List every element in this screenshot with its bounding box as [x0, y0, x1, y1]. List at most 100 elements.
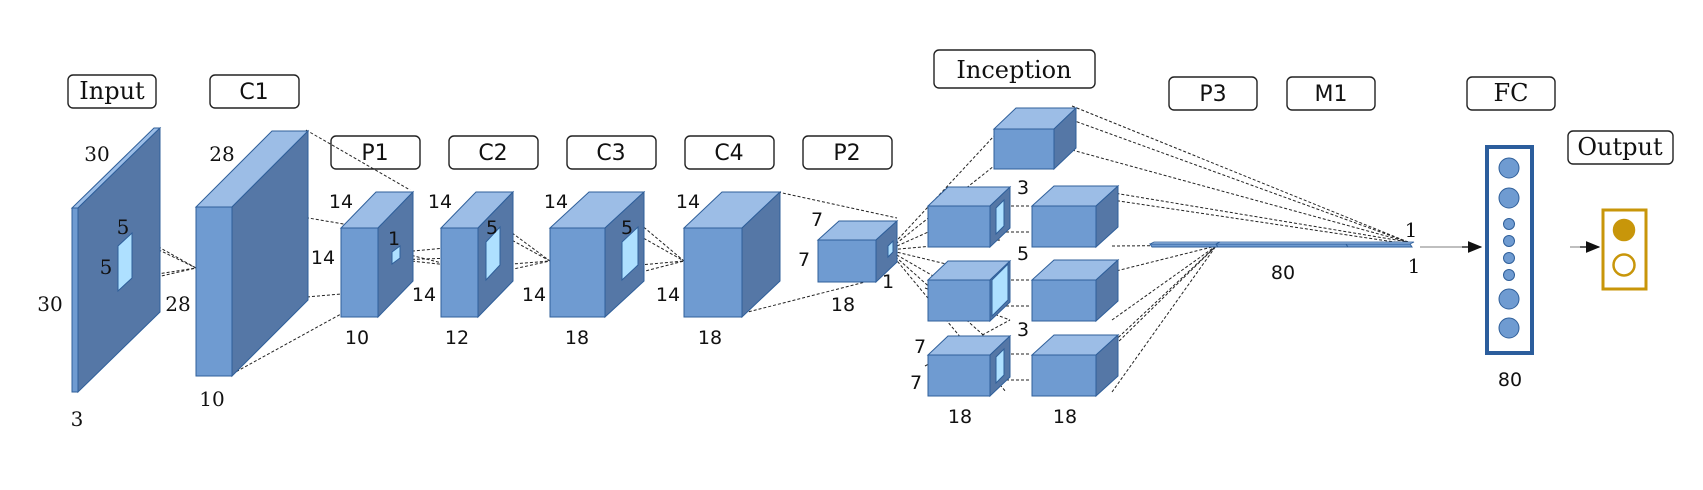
svg-text:14: 14 [676, 191, 700, 213]
svg-text:5: 5 [621, 217, 633, 239]
svg-text:14: 14 [329, 191, 353, 213]
svg-text:30: 30 [84, 142, 109, 166]
svg-text:80: 80 [1498, 369, 1522, 391]
svg-text:18: 18 [831, 294, 855, 316]
fc-neuron [1498, 317, 1520, 339]
svg-text:Inception: Inception [956, 56, 1071, 84]
c2-kernel [485, 225, 501, 282]
svg-text:3: 3 [1017, 177, 1029, 199]
svg-text:18: 18 [565, 327, 589, 349]
svg-text:14: 14 [656, 284, 680, 306]
label-c2: C2 [448, 135, 539, 170]
p2-kernel [887, 239, 894, 259]
svg-text:5: 5 [100, 255, 113, 279]
c3-kernel [621, 225, 639, 282]
inception-branch-out-3 [1030, 333, 1120, 398]
label-c3: C3 [566, 135, 657, 170]
fc-neuron [1503, 235, 1515, 247]
inception-kernel-3b [995, 347, 1005, 385]
svg-text:14: 14 [412, 284, 436, 306]
inception-branch-out-1 [1030, 184, 1120, 249]
svg-text:1: 1 [882, 271, 894, 293]
c2-block [439, 190, 515, 319]
svg-text:14: 14 [544, 191, 568, 213]
svg-text:18: 18 [948, 406, 972, 428]
svg-text:C1: C1 [239, 80, 268, 105]
p1-block [339, 190, 415, 319]
svg-text:P1: P1 [361, 141, 388, 166]
c1-block [194, 129, 310, 378]
svg-text:1: 1 [388, 228, 400, 250]
output-neuron-active [1612, 218, 1636, 242]
p1-kernel [391, 245, 401, 265]
c4-block [682, 190, 782, 319]
svg-text:1: 1 [1405, 218, 1418, 242]
c3-block [548, 190, 646, 319]
svg-text:5: 5 [117, 215, 130, 239]
svg-text:P2: P2 [833, 141, 860, 166]
label-m1: M1 [1286, 76, 1376, 111]
inception-branch-out-2 [1030, 258, 1120, 323]
label-c4: C4 [684, 135, 775, 170]
svg-text:28: 28 [165, 292, 190, 316]
svg-text:1: 1 [1408, 254, 1421, 278]
label-inception: Inception [933, 49, 1096, 89]
label-p2: P2 [802, 135, 893, 170]
svg-text:28: 28 [209, 142, 234, 166]
svg-text:10: 10 [345, 327, 369, 349]
svg-text:14: 14 [428, 191, 452, 213]
svg-text:12: 12 [445, 327, 469, 349]
label-input: Input [67, 74, 157, 109]
label-fc: FC [1466, 76, 1556, 111]
svg-text:3: 3 [71, 407, 84, 431]
p3-strip [1149, 241, 1221, 248]
fc-neuron [1498, 187, 1520, 209]
fc-neuron [1503, 252, 1515, 264]
label-p1: P1 [330, 135, 421, 170]
svg-text:30: 30 [37, 292, 62, 316]
svg-text:10: 10 [199, 387, 224, 411]
label-p3: P3 [1168, 76, 1258, 111]
svg-text:C2: C2 [478, 141, 507, 166]
svg-text:5: 5 [1017, 243, 1029, 265]
input-kernel [117, 231, 133, 293]
svg-text:C4: C4 [714, 141, 743, 166]
p2-block [816, 219, 899, 284]
inception-branch-3x3-a [926, 185, 1012, 249]
svg-text:FC: FC [1493, 79, 1528, 107]
output-neuron-inactive [1612, 253, 1636, 277]
inception-branch-5x5 [926, 259, 1012, 323]
input-block [70, 126, 162, 394]
svg-text:80: 80 [1271, 262, 1295, 284]
fc-neuron [1498, 288, 1520, 310]
fc-vector [1485, 145, 1534, 355]
svg-text:C3: C3 [596, 141, 625, 166]
svg-text:M1: M1 [1315, 82, 1348, 107]
fc-neuron [1503, 269, 1515, 281]
fc-neuron [1498, 157, 1520, 179]
svg-text:7: 7 [914, 336, 926, 358]
inception-kernel-3a [995, 198, 1005, 236]
inception-top-block [992, 106, 1078, 171]
svg-text:18: 18 [698, 327, 722, 349]
svg-text:Input: Input [79, 77, 145, 105]
svg-text:7: 7 [910, 372, 922, 394]
dimension-labels: 30 30 3 5 5 28 28 10 14 14 10 1 14 14 12… [37, 142, 1522, 431]
svg-text:14: 14 [522, 284, 546, 306]
svg-text:Output: Output [1577, 133, 1663, 161]
svg-text:5: 5 [486, 217, 498, 239]
svg-text:7: 7 [798, 249, 810, 271]
inception-branch-3x3-b [926, 334, 1012, 398]
svg-text:18: 18 [1053, 406, 1077, 428]
label-output: Output [1567, 130, 1674, 165]
svg-text:14: 14 [311, 247, 335, 269]
label-c1: C1 [209, 74, 300, 109]
m1-strip [1215, 241, 1415, 248]
inception-kernel-5 [991, 262, 1009, 318]
svg-text:3: 3 [1017, 319, 1029, 341]
svg-text:P3: P3 [1199, 82, 1226, 107]
svg-text:7: 7 [811, 209, 823, 231]
output-vector [1601, 208, 1648, 291]
fc-neuron [1503, 218, 1515, 230]
